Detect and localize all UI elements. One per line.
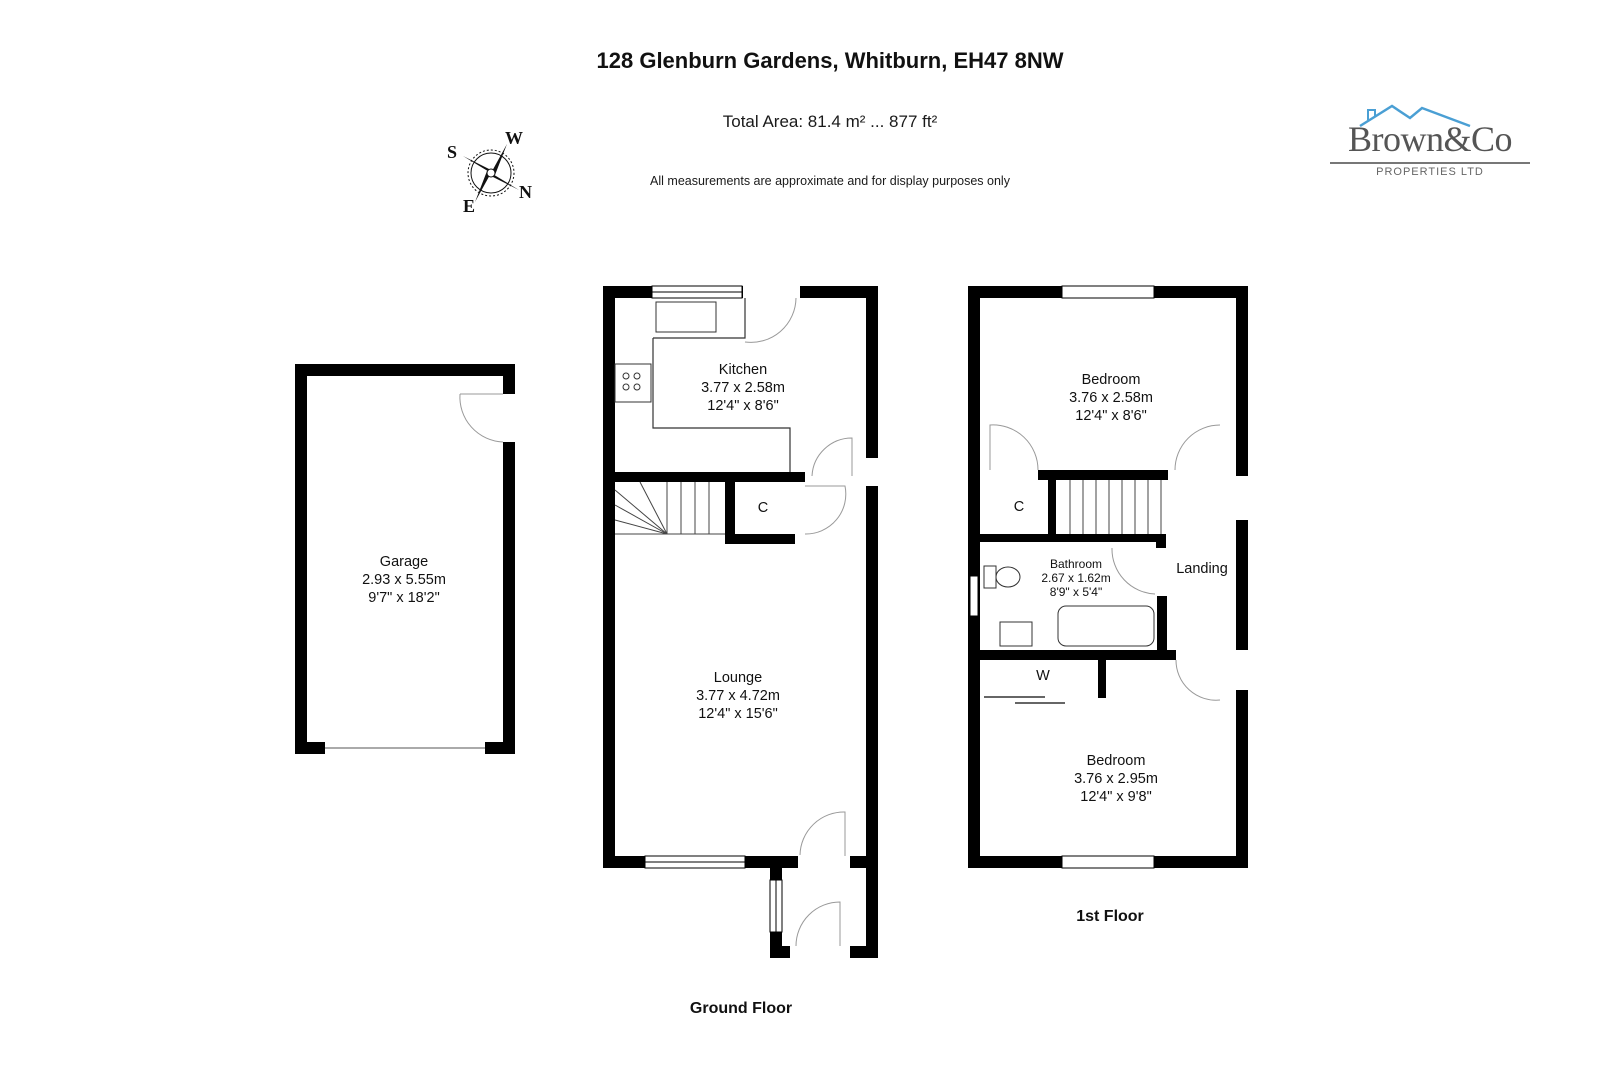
room-metric: 3.77 x 2.58m xyxy=(701,380,785,396)
lounge-label: Lounge 3.77 x 4.72m 12'4" x 15'6" xyxy=(696,669,780,723)
room-imperial: 12'4" x 9'8" xyxy=(1080,789,1152,805)
disclaimer: All measurements are approximate and for… xyxy=(650,174,1010,188)
first-floor-label: 1st Floor xyxy=(1076,908,1144,925)
room-name: Garage xyxy=(379,554,429,570)
room-metric: 3.76 x 2.58m xyxy=(1069,390,1153,406)
compass-label-s: S xyxy=(447,142,458,162)
property-address: 128 Glenburn Gardens, Whitburn, EH47 8NW xyxy=(596,48,1064,73)
room-imperial: 9'7" x 18'2" xyxy=(368,590,440,606)
first-stairs xyxy=(1069,480,1162,534)
room-name: W xyxy=(1036,668,1050,684)
room-name: Lounge xyxy=(713,670,763,686)
room-name: Landing xyxy=(1176,561,1228,577)
logo-name: Brown&Co xyxy=(1347,119,1513,159)
landing-label: Landing xyxy=(1176,560,1228,578)
kitchen-label: Kitchen 3.77 x 2.58m 12'4" x 8'6" xyxy=(701,361,785,415)
bathroom-label: Bathroom 2.67 x 1.62m 8'9" x 5'4" xyxy=(1041,557,1110,599)
room-name: Bathroom xyxy=(1049,557,1103,571)
compass-label-n: N xyxy=(519,182,532,202)
garage-label: Garage 2.93 x 5.55m 9'7" x 18'2" xyxy=(362,553,446,607)
room-name: C xyxy=(1013,499,1025,515)
compass-rose: S W E N xyxy=(447,128,555,228)
total-area: Total Area: 81.4 m² ... 877 ft² xyxy=(722,112,938,131)
brown-and-co-logo: Brown&Co PROPERTIES LTD xyxy=(1330,100,1530,180)
room-imperial: 12'4" x 15'6" xyxy=(698,706,778,722)
compass-label-e: E xyxy=(463,196,476,216)
logo-divider xyxy=(1330,162,1530,164)
room-name: C xyxy=(757,500,769,516)
room-name: Kitchen xyxy=(718,362,768,378)
ground-stairs xyxy=(614,481,725,535)
room-name: Bedroom xyxy=(1081,372,1141,388)
room-imperial: 12'4" x 8'6" xyxy=(1075,408,1147,424)
garage-walls xyxy=(295,364,515,754)
ground-floor-label: Ground Floor xyxy=(689,1000,793,1017)
roof-icon xyxy=(1359,104,1471,128)
room-name: Bedroom xyxy=(1086,753,1146,769)
room-metric: 2.93 x 5.55m xyxy=(362,572,446,588)
compass-icon xyxy=(463,144,519,202)
wardrobe-label: W xyxy=(1036,667,1050,685)
bedroom-1-label: Bedroom 3.76 x 2.58m 12'4" x 8'6" xyxy=(1069,371,1153,425)
room-metric: 2.67 x 1.62m xyxy=(1041,571,1111,585)
ground-cupboard-label: C xyxy=(758,499,768,517)
room-metric: 3.77 x 4.72m xyxy=(696,688,780,704)
first-cupboard-label: C xyxy=(1014,498,1024,516)
compass-label-w: W xyxy=(505,128,523,148)
logo-subtitle: PROPERTIES LTD xyxy=(1376,166,1484,178)
bedroom-2-label: Bedroom 3.76 x 2.95m 12'4" x 9'8" xyxy=(1074,752,1158,806)
room-imperial: 12'4" x 8'6" xyxy=(707,398,779,414)
room-imperial: 8'9" x 5'4" xyxy=(1049,585,1103,599)
room-metric: 3.76 x 2.95m xyxy=(1074,771,1158,787)
